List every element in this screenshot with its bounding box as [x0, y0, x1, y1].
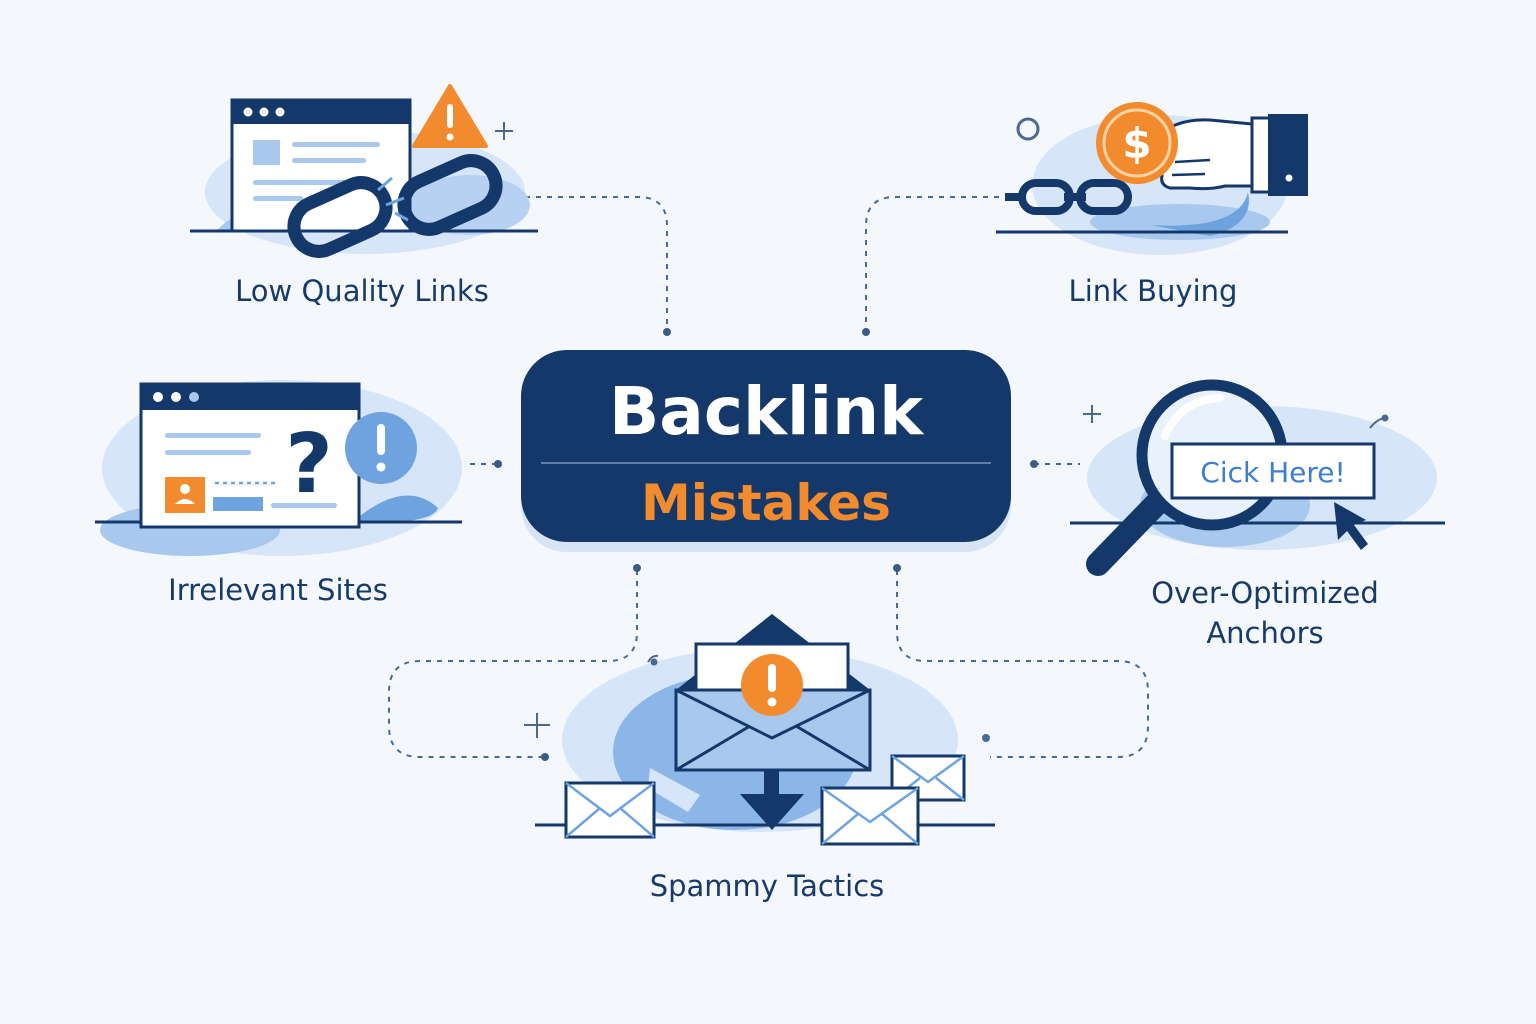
connector-dots — [494, 328, 1038, 761]
label-spammy-tactics: Spammy Tactics — [649, 869, 885, 903]
label-low-quality-links: Low Quality Links — [235, 274, 489, 308]
exclamation-badge-icon — [741, 654, 803, 716]
center-subtitle: Mistakes — [641, 474, 891, 532]
broken-chain-icon — [287, 154, 503, 258]
irrelevant-sites-illustration: ? — [95, 380, 462, 556]
link-buying-illustration: $ — [996, 102, 1308, 255]
label-link-buying: Link Buying — [1068, 274, 1238, 308]
envelope-icon — [820, 786, 920, 846]
low-quality-links-illustration — [190, 84, 538, 258]
chain-icon — [1005, 179, 1132, 215]
question-mark-icon: ? — [285, 417, 333, 512]
sparkle-icon — [1083, 405, 1101, 423]
connector-spam-right — [896, 570, 1149, 758]
label-irrelevant-sites: Irrelevant Sites — [168, 573, 388, 607]
sparkle-icon — [524, 713, 550, 738]
browser-window-icon — [139, 382, 361, 529]
label-over-optimized-line2: Anchors — [1206, 616, 1324, 650]
connector-link-buying — [865, 196, 1010, 330]
sparkle-icon — [495, 122, 513, 140]
envelope-icon — [564, 781, 656, 839]
connector-low-quality — [514, 196, 668, 330]
center-node: Backlink Mistakes — [521, 350, 1011, 542]
spammy-tactics-illustration — [524, 614, 995, 846]
anchor-button-text: Cick Here! — [1200, 456, 1345, 489]
svg-text:$: $ — [1122, 119, 1151, 168]
center-title: Backlink — [609, 373, 923, 450]
center-divider — [541, 462, 991, 464]
connector-lines — [388, 196, 1149, 758]
over-optimized-anchors-illustration: Cick Here! — [1070, 379, 1445, 576]
cursor-arrow-icon — [1334, 502, 1368, 550]
connector-spam-left — [388, 570, 638, 758]
anchor-button: Cick Here! — [1170, 442, 1376, 500]
warning-icon — [412, 84, 488, 148]
exclamation-badge-icon — [345, 412, 417, 484]
label-over-optimized-line1: Over-Optimized — [1151, 576, 1379, 610]
dollar-coin-icon: $ — [1096, 102, 1178, 184]
